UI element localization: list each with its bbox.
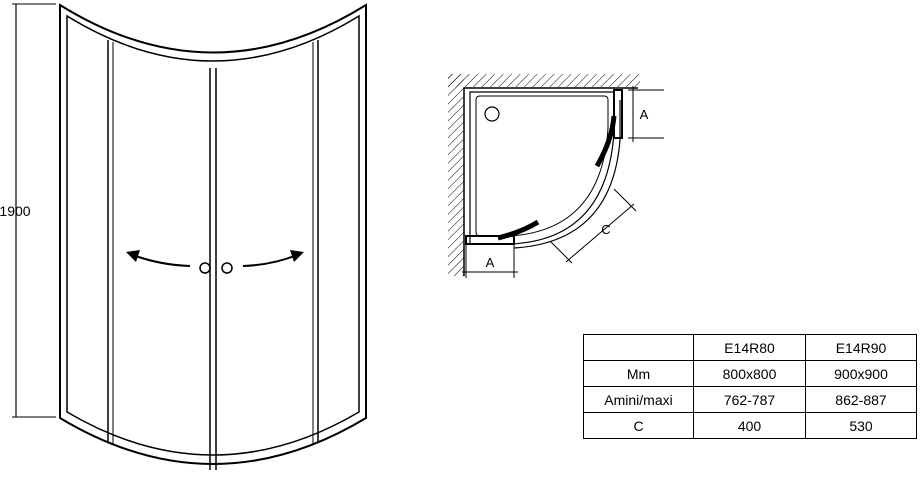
table-row: C 400 530 (583, 412, 917, 439)
table-row: Mm 800x800 900x900 (583, 360, 917, 387)
cell-value: 530 (805, 412, 917, 439)
height-label: 1900 (0, 203, 31, 219)
row-label: C (583, 412, 694, 439)
cell-value: 400 (693, 412, 806, 439)
left-opening-arrow (132, 254, 191, 267)
cell-value: 800x800 (693, 360, 806, 387)
left-arrow-head (126, 250, 140, 262)
shower-tray-inner (475, 95, 609, 237)
enclosure-arc (513, 100, 621, 249)
dim-a-side-label: A (640, 107, 649, 122)
enclosure-frame-outer (59, 3, 367, 465)
dim-a-bottom-label: A (486, 255, 495, 270)
header-cell-empty (583, 334, 694, 361)
bottom-sliding-door (497, 219, 540, 241)
right-arrow-head (290, 250, 304, 262)
cell-value: 862-887 (805, 386, 917, 413)
plan-view (448, 74, 664, 278)
dim-a-side (628, 86, 664, 142)
table-row: Amini/maxi 762-787 862-887 (583, 386, 917, 413)
height-dimension (12, 3, 56, 418)
dim-c (549, 188, 637, 264)
right-door-handle (221, 262, 233, 274)
wall-hatch-top (448, 74, 640, 87)
wall-hatch-left (448, 74, 464, 276)
dim-a-bottom (462, 244, 518, 278)
enclosure-frame-inner (66, 14, 360, 456)
dim-c-label: C (601, 222, 610, 237)
cell-value: 900x900 (805, 360, 917, 387)
cell-value: 762-787 (693, 386, 806, 413)
spec-table-header-row: E14R80 E14R90 (583, 334, 917, 361)
row-label: Mm (583, 360, 694, 387)
front-view (59, 3, 367, 470)
bottom-fixed-panel (465, 235, 515, 245)
spec-table: E14R80 E14R90 Mm 800x800 900x900 Amini/m… (583, 334, 917, 439)
row-label: Amini/maxi (583, 386, 694, 413)
drain-icon (484, 106, 500, 122)
side-sliding-door (594, 115, 617, 168)
header-cell-model-2: E14R90 (805, 334, 917, 361)
shower-tray-outline (469, 91, 615, 245)
left-door-handle (199, 262, 211, 274)
wall-line (463, 87, 638, 276)
header-cell-model-1: E14R80 (693, 334, 806, 361)
right-opening-arrow (242, 254, 298, 267)
side-fixed-panel (613, 89, 623, 139)
